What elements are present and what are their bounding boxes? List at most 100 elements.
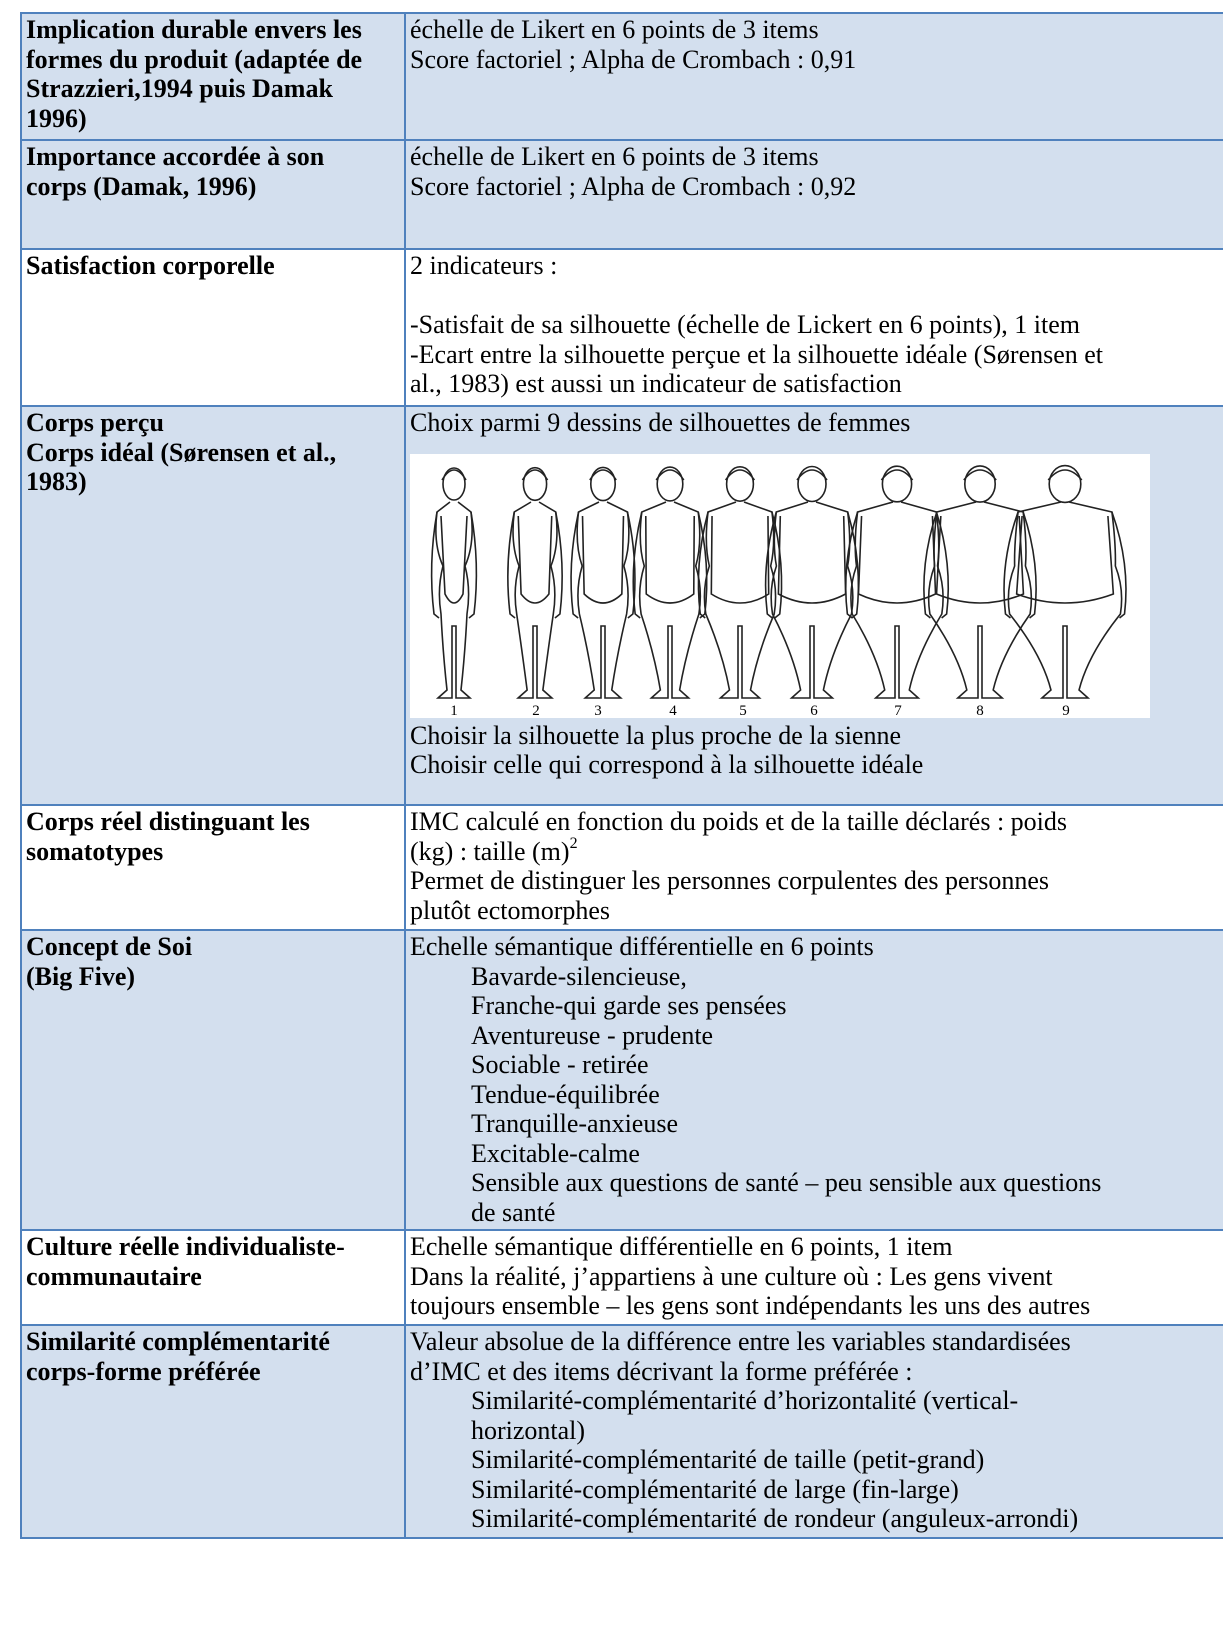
silhouette-number: 6 (810, 703, 818, 718)
label-line: Culture réelle individualiste- (26, 1232, 345, 1261)
text-line: Echelle sémantique différentielle en 6 p… (410, 1232, 953, 1261)
row-description: échelle de Likert en 6 points de 3 items… (404, 12, 1223, 141)
row-label: Culture réelle individualiste- communaut… (20, 1229, 406, 1326)
label-line: Importance accordée à son (26, 142, 325, 171)
label-line: corps-forme préférée (26, 1356, 261, 1386)
blank-line (410, 281, 1223, 311)
text-line: Echelle sémantique différentielle en 6 p… (410, 932, 874, 961)
silhouette-1 (430, 466, 478, 699)
row-description: Echelle sémantique différentielle en 6 p… (404, 1229, 1223, 1326)
superscript-2: 2 (569, 834, 578, 852)
row-label: Similarité complémentarité corps-forme p… (20, 1324, 406, 1539)
table-row-culture: Culture réelle individualiste- communaut… (20, 1229, 1223, 1326)
text-line: -Satisfait de sa silhouette (échelle de … (410, 310, 1081, 339)
row-label: Satisfaction corporelle (20, 248, 406, 407)
scale-item: Tranquille-anxieuse (471, 1109, 678, 1138)
scale-item: Similarité-complémentarité d’horizontali… (471, 1386, 1019, 1415)
scale-item: Similarité-complémentarité de large (fin… (471, 1474, 959, 1504)
scale-item: Similarité-complémentarité de rondeur (a… (471, 1504, 1079, 1533)
label-line: Strazzieri,1994 puis Damak (26, 74, 333, 103)
label-line: Corps perçu (26, 408, 164, 437)
variables-table: Implication durable envers les formes du… (20, 12, 1223, 1539)
row-label: Concept de Soi (Big Five) (20, 929, 406, 1231)
silhouette-number: 5 (739, 703, 747, 718)
label-line: Corps réel distinguant les (26, 807, 310, 836)
silhouettes-drawing: 1 2 3 4 5 6 7 8 9 (430, 464, 1127, 718)
text-line: Permet de distinguer les personnes corpu… (410, 866, 1050, 895)
row-description: IMC calculé en fonction du poids et de l… (404, 804, 1223, 931)
row-description: 2 indicateurs : -Satisfait de sa silhoue… (404, 248, 1223, 407)
table-row-implication: Implication durable envers les formes du… (20, 12, 1223, 141)
table-row-importance-corps: Importance accordée à son corps (Damak, … (20, 139, 1223, 250)
silhouettes-figure: 1 2 3 4 5 6 7 8 9 (410, 453, 1150, 718)
silhouette-3 (570, 466, 636, 699)
table-row-concept-soi: Concept de Soi (Big Five) Echelle sémant… (20, 929, 1223, 1231)
table-row-similarite: Similarité complémentarité corps-forme p… (20, 1324, 1223, 1539)
label-line: corps (Damak, 1996) (26, 171, 257, 201)
formula-text: (kg) : taille (m) (410, 836, 570, 866)
table-row-satisfaction: Satisfaction corporelle 2 indicateurs : … (20, 248, 1223, 407)
text-line: Choisir la silhouette la plus proche de … (410, 720, 901, 750)
label-line: Similarité complémentarité (26, 1327, 330, 1356)
scale-item: Franche-qui garde ses pensées (471, 991, 787, 1020)
text-line: Dans la réalité, j’appartiens à une cult… (410, 1261, 1053, 1291)
text-line: al., 1983) est aussi un indicateur de sa… (410, 369, 902, 398)
text-line: échelle de Likert en 6 points de 3 items (410, 142, 819, 171)
scale-item: Excitable-calme (471, 1138, 640, 1168)
row-description: Valeur absolue de la différence entre le… (404, 1324, 1223, 1539)
label-line: Implication durable envers les (26, 15, 362, 44)
row-description: Echelle sémantique différentielle en 6 p… (404, 929, 1223, 1231)
label-line: formes du produit (adaptée de (26, 44, 363, 74)
silhouette-8 (923, 464, 1037, 699)
silhouette-number: 8 (976, 703, 984, 718)
text-line: Choix parmi 9 dessins de silhouettes de … (410, 408, 911, 437)
silhouette-4 (632, 465, 708, 699)
silhouette-number: 9 (1062, 703, 1070, 718)
label-line: (Big Five) (26, 961, 136, 991)
text-line: IMC calculé en fonction du poids et de l… (410, 807, 1068, 836)
label-line: communautaire (26, 1261, 202, 1291)
silhouette-number: 2 (532, 703, 540, 718)
text-line: échelle de Likert en 6 points de 3 items (410, 15, 819, 44)
text-line: d’IMC et des items décrivant la forme pr… (410, 1356, 913, 1386)
table-row-corps-percu: Corps perçu Corps idéal (Sørensen et al.… (20, 405, 1223, 806)
scale-item: Sensible aux questions de santé – peu se… (471, 1168, 1102, 1197)
text-line: Score factoriel ; Alpha de Crombach : 0,… (410, 171, 857, 201)
scale-item: Similarité-complémentarité de taille (pe… (471, 1445, 985, 1474)
label-line: Concept de Soi (26, 932, 193, 961)
silhouette-9 (1003, 464, 1127, 699)
scale-item: Sociable - retirée (471, 1050, 649, 1079)
silhouette-6 (764, 465, 860, 699)
row-description: Choix parmi 9 dessins de silhouettes de … (404, 405, 1223, 806)
text-line: Score factoriel ; Alpha de Crombach : 0,… (410, 44, 857, 74)
silhouette-5 (697, 465, 783, 699)
scale-item: horizontal) (471, 1415, 586, 1445)
row-label: Corps réel distinguant les somatotypes (20, 804, 406, 931)
label-line: 1996) (26, 103, 87, 133)
silhouette-2 (507, 466, 563, 699)
table-row-corps-reel: Corps réel distinguant les somatotypes I… (20, 804, 1223, 931)
row-description: échelle de Likert en 6 points de 3 items… (404, 139, 1223, 250)
text-line: -Ecart entre la silhouette perçue et la … (410, 339, 1104, 369)
scale-item: Aventureuse - prudente (471, 1020, 714, 1050)
text-line: Valeur absolue de la différence entre le… (410, 1327, 1071, 1356)
text-line: toujours ensemble – les gens sont indépe… (410, 1291, 1091, 1320)
scale-item: de santé (471, 1197, 556, 1227)
scale-item: Bavarde-silencieuse, (471, 961, 687, 991)
silhouette-number: 7 (894, 703, 902, 718)
silhouette-number: 3 (594, 703, 602, 718)
text-line: (kg) : taille (m)2 (410, 834, 1223, 867)
label-line: Corps idéal (Sørensen et al., (26, 437, 337, 467)
label-line: somatotypes (26, 836, 164, 866)
row-label: Implication durable envers les formes du… (20, 12, 406, 141)
text-line: 2 indicateurs : (410, 251, 558, 280)
silhouette-7 (844, 464, 950, 699)
label-line: Satisfaction corporelle (26, 251, 275, 280)
text-line: plutôt ectomorphes (410, 895, 611, 925)
scale-item: Tendue-équilibrée (471, 1079, 660, 1109)
silhouette-number: 4 (669, 703, 677, 718)
label-line: 1983) (26, 467, 87, 496)
row-label: Corps perçu Corps idéal (Sørensen et al.… (20, 405, 406, 806)
row-label: Importance accordée à son corps (Damak, … (20, 139, 406, 250)
silhouette-number: 1 (450, 703, 458, 718)
